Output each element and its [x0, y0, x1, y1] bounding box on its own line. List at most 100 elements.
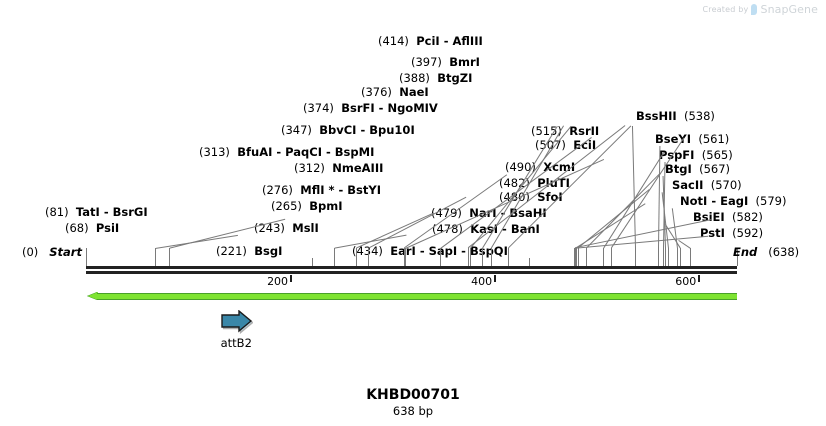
- cut-site-tick: [667, 248, 669, 266]
- enzyme-position: (397): [411, 55, 442, 69]
- ruler-tick-label: 200: [267, 275, 289, 288]
- feature-attb2[interactable]: attB2: [219, 309, 254, 350]
- enzyme-label[interactable]: (276) MflI * - BstYI: [262, 184, 381, 197]
- enzyme-label[interactable]: PstI (592): [700, 227, 763, 240]
- attb2-label: attB2: [220, 336, 252, 350]
- enzyme-name: NmeAIII: [332, 161, 384, 175]
- enzyme-label[interactable]: (81) TatI - BsrGI: [45, 206, 148, 219]
- cut-site-tick: [658, 248, 660, 266]
- end-position: (638): [768, 245, 800, 259]
- watermark-brand-text: SnapGene: [760, 3, 818, 16]
- cut-site-tick: [508, 248, 510, 266]
- end-label: End: [733, 245, 758, 259]
- cut-site-tick: [491, 248, 493, 266]
- cut-site-tick: [574, 248, 576, 266]
- enzyme-position: (221): [216, 244, 247, 258]
- enzyme-name: EarI: [390, 244, 416, 258]
- enzyme-position: (561): [691, 132, 730, 146]
- reverse-strand-arrow[interactable]: [88, 292, 737, 301]
- sequence-length-label: 638 bp: [392, 404, 434, 418]
- enzyme-position: (68): [65, 221, 89, 235]
- page-title: KHBD00701: [366, 387, 460, 403]
- ruler-tick-label: 400: [471, 275, 493, 288]
- enzyme-position: (276): [262, 183, 293, 197]
- cut-site-tick: [481, 248, 483, 266]
- enzyme-name: BsgI: [254, 244, 283, 258]
- enzyme-label[interactable]: BsiEI (582): [693, 211, 763, 224]
- enzyme-label[interactable]: (68) PsiI: [65, 222, 119, 235]
- enzyme-name-separator: -: [99, 205, 113, 219]
- enzyme-name-separator: -: [415, 244, 429, 258]
- enzyme-label[interactable]: PspFI (565): [659, 149, 733, 162]
- enzyme-position: (567): [691, 162, 731, 176]
- enzyme-label[interactable]: (376) NaeI: [361, 86, 429, 99]
- start-terminus: (0) Start: [22, 245, 82, 259]
- enzyme-label[interactable]: (388) BtgZI: [399, 72, 472, 85]
- enzyme-label[interactable]: (265) BpmI: [271, 200, 343, 213]
- enzyme-name: PspFI: [659, 148, 695, 162]
- enzyme-name: NotI: [680, 194, 708, 208]
- enzyme-name: MslI: [292, 221, 319, 235]
- cut-site-leader-line: [631, 125, 636, 248]
- enzyme-name: BstYI: [347, 183, 382, 197]
- enzyme-name: BsrGI: [112, 205, 148, 219]
- cut-site-tick: [440, 248, 442, 266]
- cut-site-tick: [690, 248, 692, 266]
- enzyme-name: RsrII: [569, 124, 600, 138]
- enzyme-name: BbvCI: [319, 123, 357, 137]
- enzyme-name-separator: -: [334, 183, 348, 197]
- cut-site-tick: [577, 248, 579, 266]
- enzyme-label[interactable]: (374) BsrFI - NgoMIV: [303, 102, 438, 115]
- enzyme-name-separator: -: [322, 145, 335, 159]
- cut-site-tick: [155, 248, 157, 266]
- enzyme-label[interactable]: (515) RsrII: [531, 125, 599, 138]
- cut-site-tick: [664, 248, 666, 266]
- enzyme-label[interactable]: SacII (570): [672, 179, 742, 192]
- enzyme-position: (388): [399, 71, 430, 85]
- enzyme-name-separator: -: [272, 145, 286, 159]
- strand-arrowhead-icon: [88, 292, 98, 300]
- enzyme-label[interactable]: (397) BmrI: [411, 56, 480, 69]
- enzyme-position: (374): [303, 101, 334, 115]
- enzyme-label[interactable]: (313) BfuAI - PaqCI - BspMI: [199, 146, 374, 159]
- end-terminus: End (638): [733, 245, 799, 259]
- attb2-arrow-icon: [219, 309, 254, 335]
- cut-site-tick: [333, 248, 335, 266]
- enzyme-name: SapI: [428, 244, 458, 258]
- enzyme-label[interactable]: BseYI (561): [655, 133, 729, 146]
- watermark-created-by-text: Created by: [702, 5, 749, 14]
- enzyme-position: (313): [199, 145, 230, 159]
- cut-site-tick: [634, 248, 636, 266]
- start-position: (0): [22, 245, 39, 259]
- enzyme-label[interactable]: (221) BsgI: [216, 245, 282, 258]
- cut-site-tick: [405, 248, 407, 266]
- ruler-tick: [290, 275, 293, 282]
- enzyme-position: (81): [45, 205, 69, 219]
- enzyme-name: Bpu10I: [369, 123, 415, 137]
- snapgene-logo-icon: [751, 4, 758, 15]
- terminus-tick: [86, 248, 87, 266]
- enzyme-position: (579): [748, 194, 787, 208]
- enzyme-label[interactable]: (414) PciI - AflIII: [378, 35, 483, 48]
- enzyme-label[interactable]: BssHII (538): [636, 110, 715, 123]
- enzyme-name-separator: -: [457, 244, 470, 258]
- enzyme-label[interactable]: BtgI (567): [665, 163, 730, 176]
- enzyme-position: (347): [281, 123, 312, 137]
- cut-site-tick: [585, 248, 587, 266]
- enzyme-name-separator: -: [439, 34, 453, 48]
- cut-site-tick: [676, 248, 678, 266]
- enzyme-name: EciI: [573, 138, 597, 152]
- enzyme-name-separator: -: [498, 222, 511, 236]
- enzyme-label[interactable]: (312) NmeAIII: [294, 162, 383, 175]
- enzyme-name: BpmI: [309, 199, 343, 213]
- enzyme-name: BspMI: [334, 145, 375, 159]
- enzyme-name: SacII: [672, 178, 704, 192]
- cut-site-tick: [603, 248, 605, 266]
- enzyme-label[interactable]: NotI - EagI (579): [680, 195, 786, 208]
- enzyme-label[interactable]: (434) EarI - SapI - BspQI: [352, 245, 508, 258]
- cut-site-tick: [573, 248, 575, 266]
- enzyme-position: (265): [271, 199, 302, 213]
- enzyme-position: (515): [531, 124, 562, 138]
- enzyme-label[interactable]: (347) BbvCI - Bpu10I: [281, 124, 415, 137]
